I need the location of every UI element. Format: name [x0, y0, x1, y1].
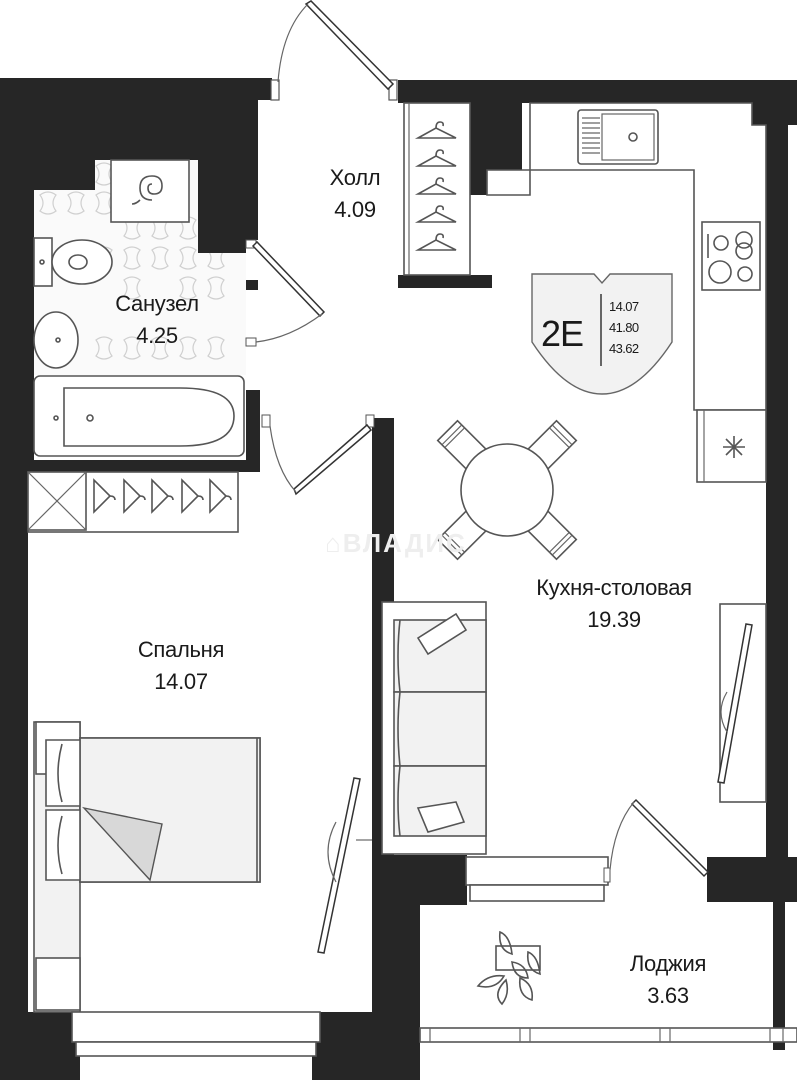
room-label-loggia: Лоджия 3.63 [598, 948, 738, 1012]
loggia-window-frame [419, 1027, 797, 1043]
apartment-badge [531, 273, 673, 395]
sink-drainboard [582, 117, 600, 154]
total-area: 41.80 [609, 320, 639, 335]
apartment-area-values: 14.07 41.80 43.62 [609, 296, 639, 359]
room-label-bathroom: Санузел 4.25 [92, 288, 222, 352]
room-label-bedroom: Спальня 14.07 [106, 634, 256, 698]
room-label-kitchen: Кухня-столовая 19.39 [494, 572, 734, 636]
bedroom-closet [27, 471, 239, 533]
room-area: 3.63 [647, 983, 689, 1008]
watermark: ⌂ВЛАДИС [325, 528, 467, 558]
hall-wardrobe [403, 102, 471, 276]
kitchen-counter [486, 102, 767, 483]
kitchen-tv-stand [717, 603, 767, 803]
bed [33, 721, 261, 1013]
bathroom-door [245, 239, 326, 347]
room-name: Санузел [115, 291, 199, 316]
plant-icon [476, 930, 541, 1006]
boiler-spiral-icon [131, 175, 163, 205]
room-label-hall: Холл 4.09 [300, 162, 410, 226]
room-area: 4.09 [334, 197, 376, 222]
stove-burners [707, 231, 753, 284]
room-area: 4.25 [136, 323, 178, 348]
loggia-door [465, 798, 710, 902]
hanger-icon [414, 121, 457, 251]
room-name: Лоджия [629, 951, 707, 976]
sofa [381, 601, 487, 855]
walls [0, 78, 797, 1080]
bathroom-fixtures [33, 159, 245, 457]
hanger-icon [93, 478, 232, 514]
total-area-with-loggia: 43.62 [609, 341, 639, 356]
fridge-star-icon [723, 436, 745, 458]
room-name: Кухня-столовая [536, 575, 692, 600]
house-logo-icon: ⌂ [325, 528, 343, 558]
room-area: 14.07 [154, 669, 208, 694]
apartment-type-code: 2E [541, 313, 584, 354]
room-name: Спальня [137, 637, 225, 662]
bedroom-door [261, 414, 375, 496]
dining-table [436, 419, 578, 561]
living-area: 14.07 [609, 299, 639, 314]
room-area: 19.39 [587, 607, 641, 632]
bedroom-window [71, 1011, 321, 1057]
room-name: Холл [329, 165, 381, 190]
entrance-door [270, 0, 398, 101]
bedroom-window-desk [317, 777, 372, 954]
